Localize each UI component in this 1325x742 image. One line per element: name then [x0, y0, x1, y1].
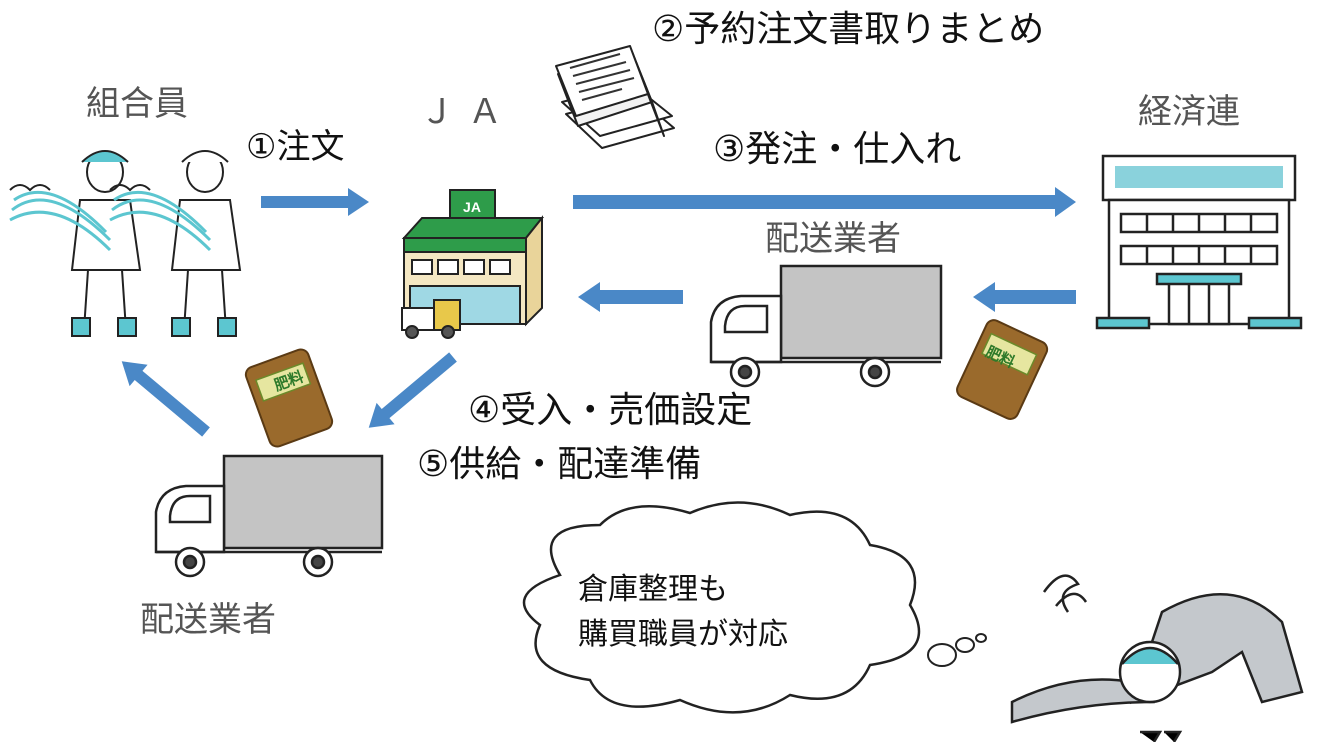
- carrier-upper-label: 配送業者: [765, 219, 901, 259]
- documents-stack-icon: [555, 45, 675, 149]
- federation-building-icon: [1095, 154, 1303, 330]
- thought-bubble: [522, 501, 987, 714]
- members-label: 組合員: [86, 84, 188, 124]
- federation-label: 経済連: [1138, 92, 1240, 132]
- farmers-illustration: [9, 150, 242, 337]
- arrow-members-to-ja: [261, 188, 369, 216]
- arrow-federation-to-carrier: [973, 282, 1076, 312]
- arrow-lower-carrier-to-members: [121, 361, 210, 437]
- exhausted-worker-illustration: [1010, 574, 1304, 742]
- ja-building-icon: JA: [401, 189, 545, 339]
- delivery-truck-upper-icon: [709, 264, 943, 388]
- step5-label: ⑤供給・配達準備: [417, 444, 702, 485]
- step4-label: ④受入・売価設定: [468, 390, 753, 431]
- fertilizer-bag-2: 肥料: [955, 319, 1050, 420]
- step2-label: ②予約注文書取りまとめ: [652, 9, 1045, 50]
- fertilizer-bag-2-icon: [956, 319, 1049, 420]
- fertilizer-bag-1-icon: [244, 348, 334, 448]
- step3-label: ③発注・仕入れ: [713, 129, 962, 170]
- step1-label: ①注文: [246, 127, 345, 167]
- arrow-carrier-to-ja: [578, 282, 683, 312]
- arrow-ja-to-federation: [573, 187, 1076, 217]
- bubble-line1: 倉庫整理も: [578, 572, 728, 607]
- ja-label: ＪＡ: [420, 92, 516, 132]
- bubble-line2: 購買職員が対応: [578, 617, 788, 652]
- fertilizer-bag-1: 肥料: [244, 348, 334, 448]
- arrow-ja-to-lower-carrier: [368, 352, 457, 428]
- delivery-truck-lower-icon: [154, 454, 384, 578]
- svg-text:JA: JA: [463, 199, 481, 215]
- carrier-lower-label: 配送業者: [140, 600, 276, 640]
